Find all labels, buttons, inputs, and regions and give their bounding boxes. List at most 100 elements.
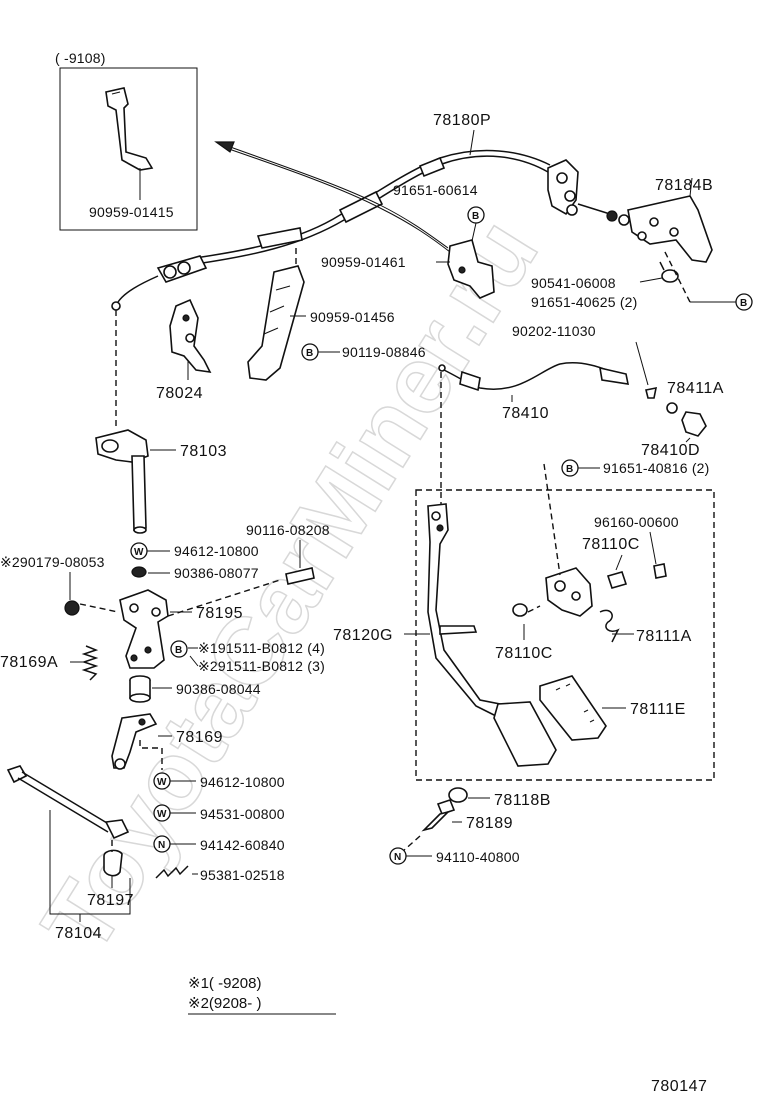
cable-78410-drawing [438,362,630,392]
label-94612-10800-a: 94612-10800 [174,543,259,559]
svg-text:N: N [158,840,165,851]
b-marker: B [170,640,188,658]
label-78110C-a: 78110C [582,536,640,553]
svg-text:B: B [472,211,479,222]
b-marker: B [561,459,579,477]
label-78410D: 78410D [641,442,700,459]
bushing-90386-08044-drawing [129,675,151,703]
label-94142-60840: 94142-60840 [200,837,285,853]
label-78195: 78195 [196,605,243,622]
label-78104: 78104 [55,925,102,942]
label-91651-60614: 91651-60614 [393,182,478,198]
leader [189,655,199,667]
nut-drawing [131,566,147,578]
bracket-78195-drawing [119,589,169,669]
rod-78104-drawing [6,765,130,877]
leader [649,531,657,565]
label-90119-08846: 90119-08846 [342,344,426,360]
label-78169: 78169 [176,729,223,746]
w-marker: W [130,542,148,560]
note-2: ※2(9208- ) [188,995,261,1012]
grommet-90541-06008-drawing [659,261,679,283]
group-bracket [49,810,131,915]
clip-drawing [645,386,658,399]
stud-drawing [285,567,315,585]
svg-text:B: B [306,348,313,359]
label-90202-11030: 90202-11030 [512,323,596,339]
diagram-number: 780147 [651,1078,707,1095]
label-78120G: 78120G [333,627,393,644]
svg-text:B: B [740,298,747,309]
label-95381-02518: 95381-02518 [200,867,285,883]
label-96160-00600: 96160-00600 [594,514,679,530]
stopper-78118B-drawing [448,787,468,803]
label-94612-10800-b: 94612-10800 [200,774,285,790]
label-290179-08053: ※290179-08053 [0,554,105,570]
leader [639,277,663,283]
w-marker: W [153,772,171,790]
pedal-arm-78120G-drawing [427,503,557,767]
label-78103: 78103 [180,443,227,460]
svg-text:W: W [134,547,144,558]
bolt-78189-drawing [421,799,456,832]
nut-290179-drawing [64,600,80,616]
lever-78103-drawing [95,429,149,534]
label-90541-06008: 90541-06008 [531,275,616,291]
label-91651-40816: 91651-40816 (2) [603,460,710,476]
label-78024: 78024 [156,385,203,402]
label-78111E: 78111E [630,701,686,718]
label-90386-08077: 90386-08077 [174,565,259,581]
pedal-bracket-drawing [512,563,667,643]
bracket-90959-01461-drawing [447,239,495,299]
clamp-90959-01456-drawing [247,248,305,381]
label-78118B: 78118B [494,792,551,809]
label-78189: 78189 [466,815,513,832]
label-191511-B0812: ※191511-B0812 (4) [198,640,325,656]
dashed-leader [139,740,163,770]
svg-text:B: B [566,464,573,475]
label-78184B: 78184B [655,177,713,194]
leader [635,341,649,386]
label-90959-01415: 90959-01415 [89,204,174,220]
bracket-78024-drawing [169,298,212,374]
pedal-assembly-box [415,489,715,781]
b-marker: B [301,343,319,361]
svg-text:W: W [157,777,167,788]
svg-text:N: N [394,852,401,863]
leader [469,129,475,156]
note-1: ※1( -9208) [188,975,261,992]
leader [685,437,691,443]
n-marker: N [153,835,171,853]
spring-78169A-drawing [81,645,99,681]
pin-95381-drawing [155,865,189,879]
dashed-leader [401,835,421,853]
grommet-78410D-drawing [666,402,707,437]
leader [615,554,623,571]
bracket-78184B-drawing [627,177,713,263]
label-90959-01461: 90959-01461 [321,254,406,270]
label-94110-40800: 94110-40800 [436,849,520,865]
b-marker: B [735,293,753,311]
accelerator-cable-drawing [111,141,630,311]
label-94531-00800: 94531-00800 [200,806,285,822]
label-78197: 78197 [87,892,134,909]
label-78180P: 78180P [433,112,491,129]
label-91651-40625: 91651-40625 (2) [531,294,638,310]
dashed-leader [527,605,541,613]
label-291511-B0812: ※291511-B0812 (3) [198,658,325,674]
lever-78169-drawing [111,713,158,770]
w-marker: W [153,804,171,822]
svg-text:W: W [157,809,167,820]
label-90116-08208: 90116-08208 [246,522,330,538]
pedal-pad-78111E-drawing [539,675,607,741]
label-78169A: 78169A [0,654,58,671]
label-90386-08044: 90386-08044 [176,681,261,697]
svg-text:B: B [175,645,182,656]
bracket-90959-01415-drawing [105,87,154,171]
n-marker: N [389,847,407,865]
inset-range-label: ( -9108) [55,50,106,66]
label-90959-01456: 90959-01456 [310,309,395,325]
dashed-leader [79,603,119,613]
